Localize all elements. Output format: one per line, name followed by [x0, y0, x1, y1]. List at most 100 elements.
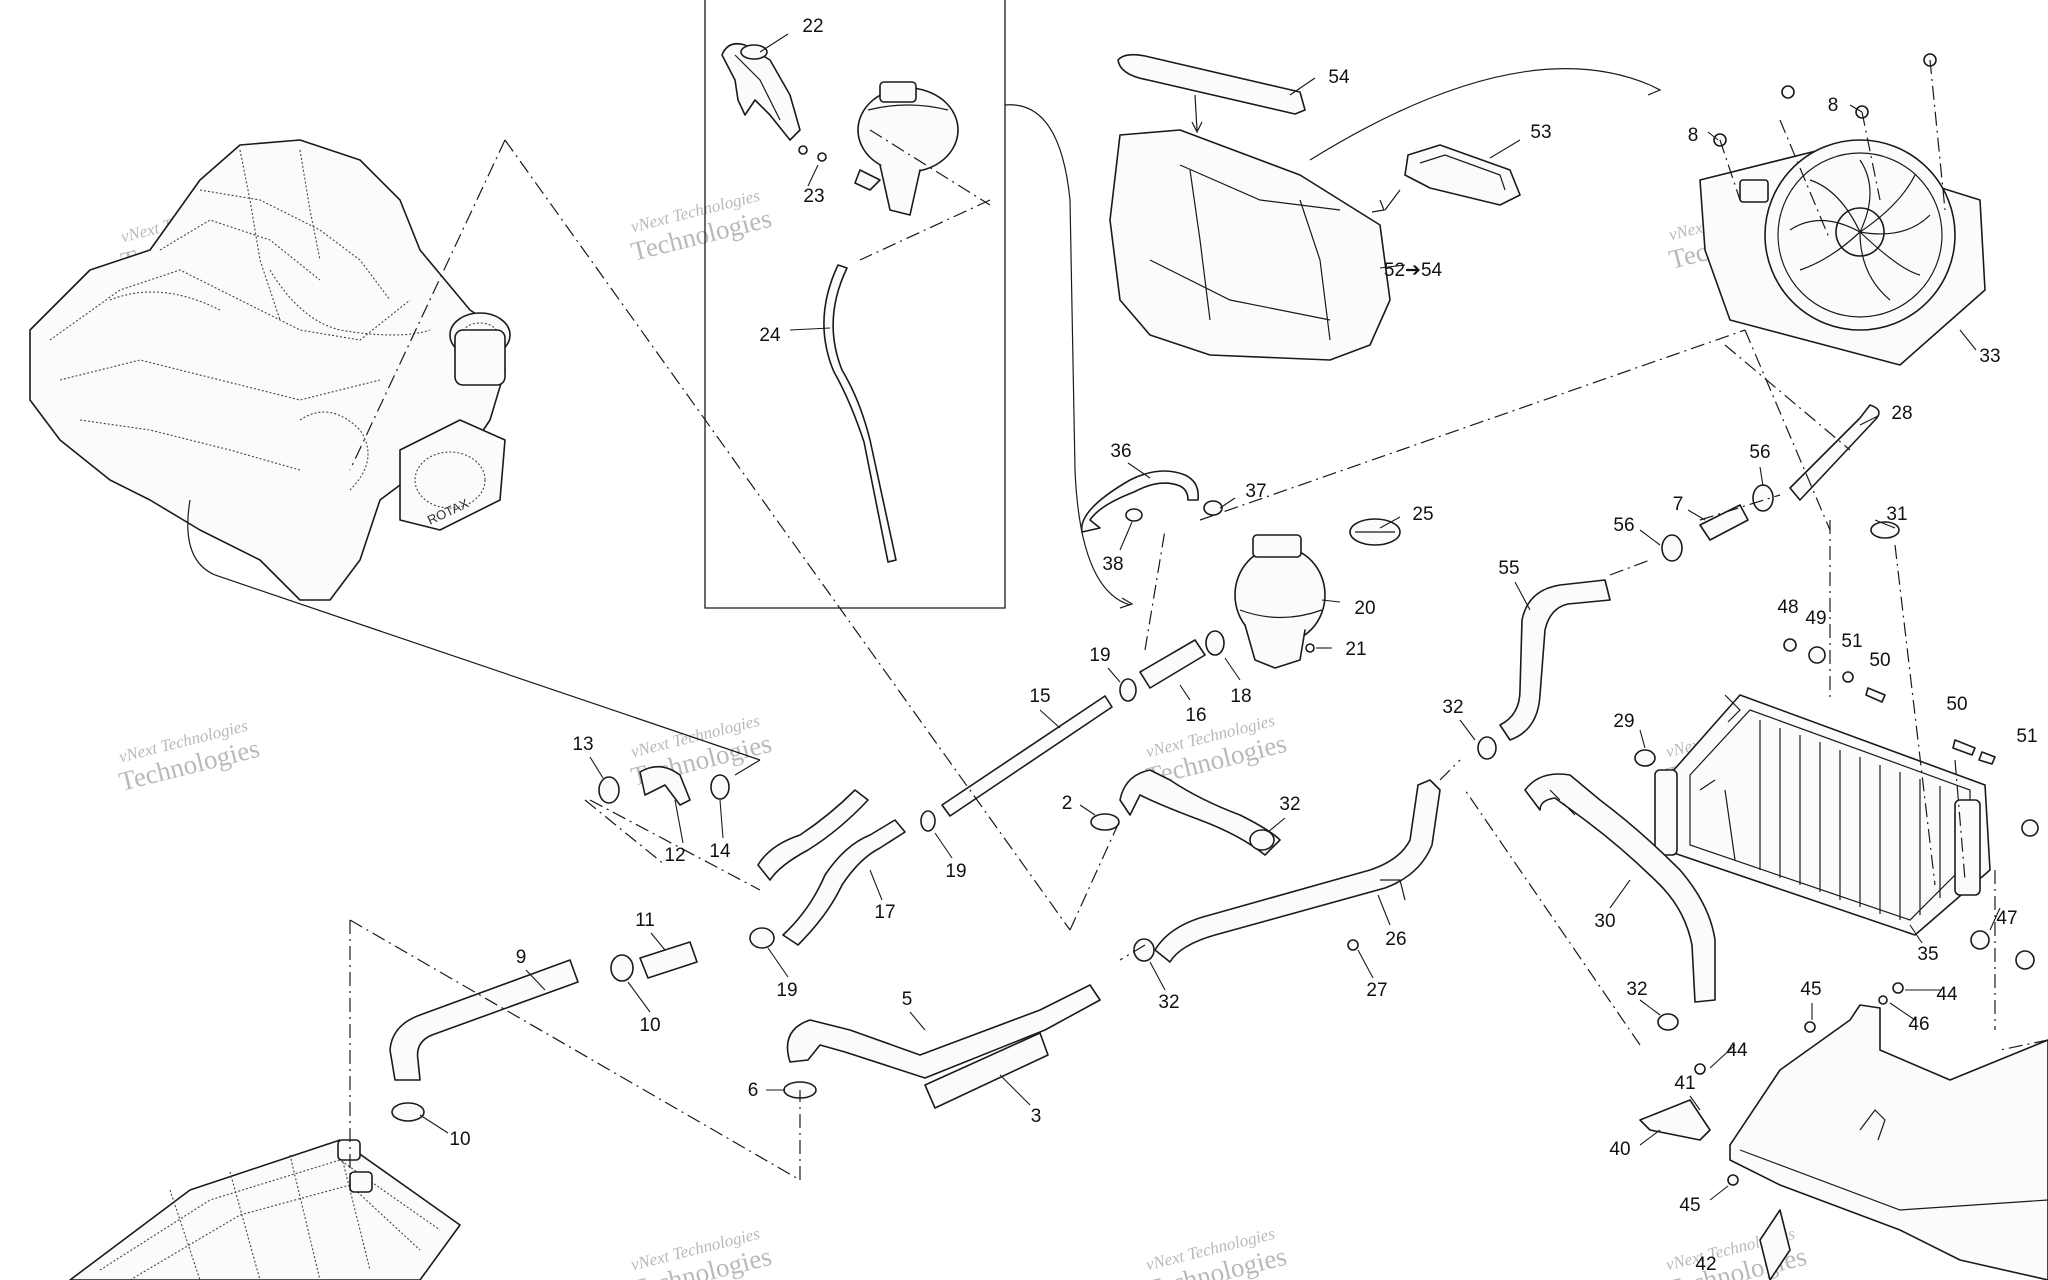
callout-c7: 7: [1673, 494, 1684, 515]
callout-c20: 20: [1354, 598, 1375, 619]
callout-c35: 35: [1917, 944, 1938, 965]
hose-30: [1524, 773, 1716, 1003]
callout-c16: 16: [1185, 705, 1206, 726]
clamp-32-30: [1657, 1013, 1679, 1031]
elbow-12: [639, 765, 691, 806]
tank-bracket-22: [721, 42, 801, 141]
callout-c44a: 44: [1936, 984, 1958, 1005]
callout-leaders: [419, 33, 2001, 1201]
callout-c53: 53: [1530, 122, 1551, 143]
callout-c6: 6: [748, 1080, 759, 1101]
expansion-tank-20: [1234, 534, 1326, 669]
callout-c30: 30: [1594, 911, 1615, 932]
filler-cap-25: [1349, 518, 1401, 546]
callout-c14: 14: [709, 841, 731, 862]
callout-c11: 11: [635, 910, 655, 931]
callout-c52: 52➔54: [1384, 260, 1443, 281]
callout-c45b: 45: [1679, 1195, 1700, 1216]
callout-c2: 2: [1062, 793, 1073, 814]
clamp-13: [598, 776, 620, 804]
pipe-26: [1154, 779, 1441, 963]
callout-c27: 27: [1366, 980, 1387, 1001]
callout-c5: 5: [902, 989, 913, 1010]
pipe-15: [941, 695, 1113, 817]
clamp-10-upper: [610, 954, 634, 982]
clamp-10-lower: [391, 1102, 425, 1122]
callout-c42: 42: [1695, 1254, 1716, 1275]
clamp-19-lower: [749, 927, 775, 949]
hose-9: [389, 959, 579, 1081]
callout-c51b: 51: [2016, 726, 2037, 747]
hose-55: [1499, 579, 1611, 741]
callout-c8a: 8: [1688, 125, 1699, 146]
clamp-19-upper: [1119, 678, 1137, 702]
hose-3: [924, 1032, 1049, 1109]
hose-upper-left: [757, 789, 869, 881]
callout-c10b: 10: [449, 1129, 470, 1150]
radiator-fan-33: [1699, 139, 1986, 366]
callout-c28: 28: [1891, 403, 1912, 424]
callout-c49: 49: [1805, 608, 1826, 629]
assembly-guide-lines: [349, 59, 2048, 1190]
air-duct-54: [1109, 53, 1391, 361]
callout-c56a: 56: [1749, 442, 1770, 463]
radiator-hardware-48-51: [1783, 638, 1996, 765]
callout-c17: 17: [874, 902, 895, 923]
callout-c48: 48: [1777, 597, 1798, 618]
hose-16: [1139, 639, 1206, 689]
callout-c32b: 32: [1279, 794, 1300, 815]
callout-c31: 31: [1886, 504, 1907, 525]
callout-c46: 46: [1908, 1014, 1929, 1035]
clamp-19-mid: [920, 810, 936, 832]
callout-c55: 55: [1498, 558, 1519, 579]
callout-c21: 21: [1345, 639, 1366, 660]
callout-c47: 47: [1996, 908, 2017, 929]
screw-21: [1305, 643, 1315, 653]
callout-c23: 23: [803, 186, 824, 207]
expansion-tank-inset: [854, 81, 959, 216]
screws-23: [798, 145, 827, 162]
lower-radiator: [69, 1139, 461, 1280]
callout-c12: 12: [664, 845, 685, 866]
clamp-18: [1205, 630, 1225, 656]
callout-c45a: 45: [1800, 979, 1821, 1000]
hose-upper-middle: [1119, 769, 1281, 856]
fitting-7: [1699, 504, 1749, 541]
callout-c38: 38: [1102, 554, 1123, 575]
callout-c56b: 56: [1613, 515, 1634, 536]
fitting-11: [639, 941, 698, 979]
callout-c24: 24: [759, 325, 781, 346]
callout-c44b: 44: [1726, 1040, 1748, 1061]
clamp-32-26: [1133, 938, 1155, 962]
callout-c8b: 8: [1828, 95, 1839, 116]
callout-c50b: 50: [1946, 694, 1967, 715]
hose-28: [1789, 404, 1880, 501]
vent-hose-24: [823, 264, 897, 563]
callout-c13: 13: [572, 734, 593, 755]
callout-c22: 22: [802, 16, 823, 37]
callout-c19a: 19: [1089, 645, 1110, 666]
skid-plate-bracket: [1639, 819, 2048, 1280]
callout-c9: 9: [516, 947, 527, 968]
callout-c54: 54: [1328, 67, 1350, 88]
engine-assembly: ROTAX: [29, 139, 511, 601]
duct-seal-53: [1404, 144, 1521, 206]
callout-c25: 25: [1412, 504, 1433, 525]
callout-c33: 33: [1979, 346, 2000, 367]
hose-17: [782, 819, 906, 946]
callout-c18: 18: [1230, 686, 1251, 707]
callout-c15: 15: [1029, 686, 1050, 707]
callout-c19c: 19: [776, 980, 797, 1001]
callout-c51a: 51: [1841, 631, 1862, 652]
callout-c40: 40: [1609, 1139, 1630, 1160]
callout-c10a: 10: [639, 1015, 660, 1036]
callout-c41: 41: [1674, 1073, 1695, 1094]
callout-c37: 37: [1245, 481, 1266, 502]
callout-c32d: 32: [1626, 979, 1647, 1000]
clamp-32-upper: [1249, 829, 1275, 851]
detail-inset-frame: [704, 0, 1006, 609]
